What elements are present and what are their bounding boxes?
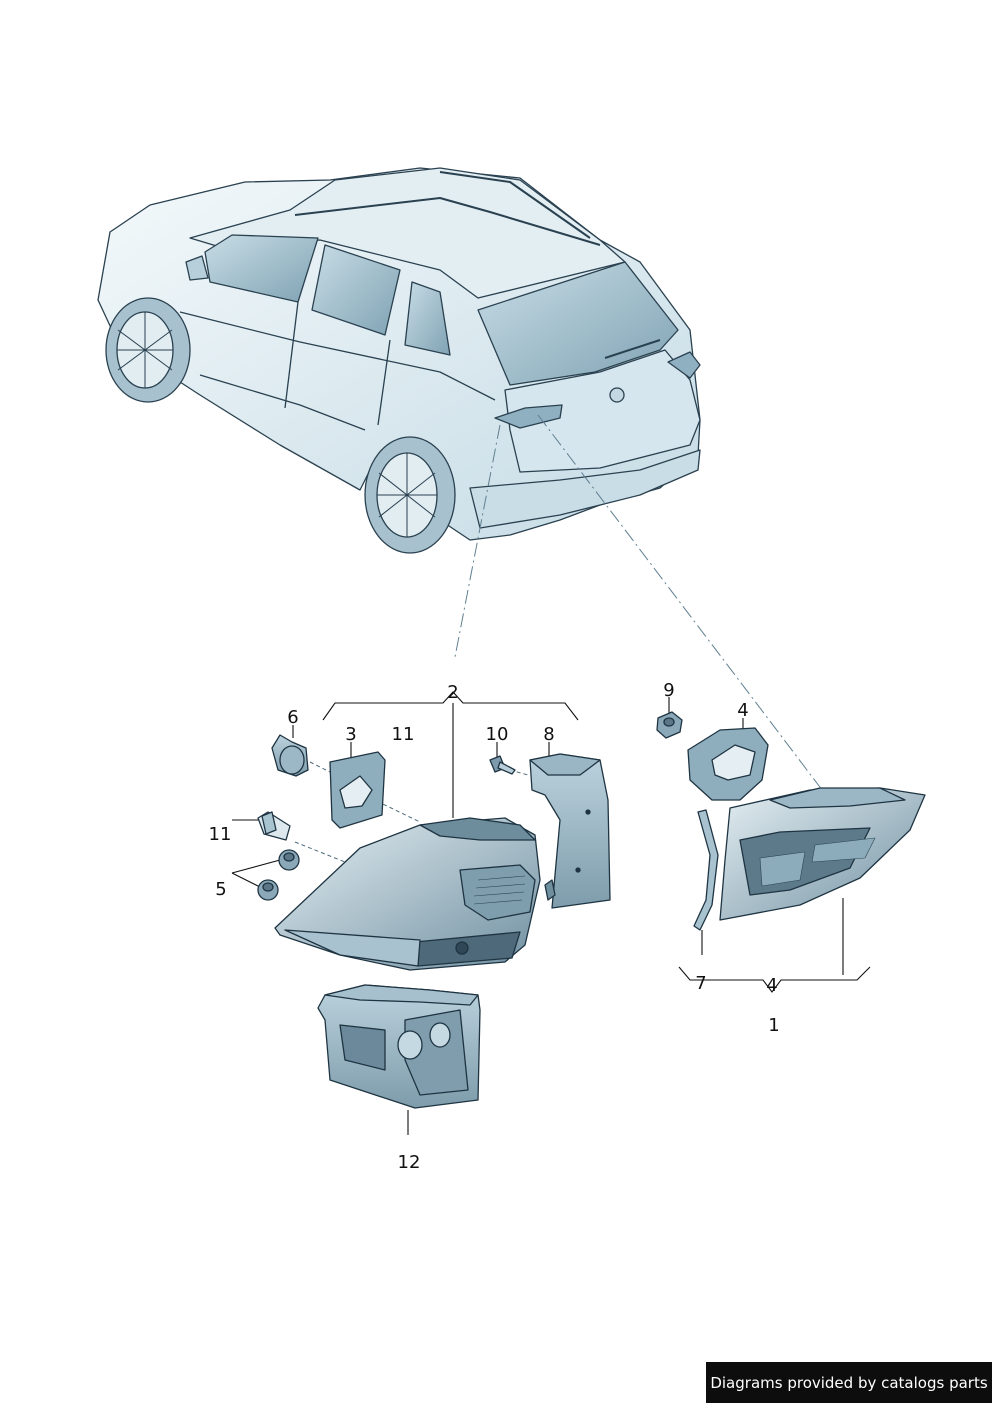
callout-3: 3 [345, 724, 356, 745]
callout-12: 12 [398, 1152, 421, 1173]
callout-8: 8 [543, 724, 554, 745]
nut-part [278, 849, 300, 871]
vw-emblem [609, 387, 625, 403]
car-rear-window [477, 261, 679, 386]
credit-banner: Diagrams provided by catalogs parts [706, 1362, 992, 1403]
outer-tail-lamp-part [274, 817, 541, 971]
seal-strip-part [693, 809, 719, 931]
car-side-window [204, 234, 319, 303]
nut-part [257, 879, 279, 901]
callout-labels: 2 6 3 11 10 8 11 5 12 9 4 7 4 1 [209, 680, 780, 1173]
seal-part-right-cutout [711, 744, 756, 781]
callout-2: 2 [447, 682, 458, 703]
car-rear-lamp-left [494, 404, 563, 429]
car-side-window [404, 281, 451, 356]
lamp-grille [473, 875, 526, 905]
cover-part [529, 753, 611, 909]
car-rear-lamp-right [667, 351, 701, 379]
screw-part [489, 755, 516, 775]
leader-lines [231, 691, 871, 1135]
car-tailgate [504, 349, 701, 473]
callout-9: 9 [663, 680, 674, 701]
callout-11-left: 11 [209, 824, 232, 845]
callout-1: 1 [768, 1015, 779, 1036]
bulb-holder-part [271, 734, 309, 777]
inner-lamp-grille [759, 837, 876, 887]
car-side-line [199, 374, 366, 431]
inner-tail-lamp-part [719, 787, 926, 921]
rear-wheel-spokes [377, 453, 437, 537]
credit-text: Diagrams provided by catalogs parts [710, 1373, 988, 1392]
callout-7: 7 [695, 973, 706, 994]
car-side-line [179, 311, 496, 401]
reference-lines [454, 414, 836, 808]
callout-6: 6 [287, 707, 298, 728]
callout-11-top: 11 [392, 724, 415, 745]
nut-part-right [656, 711, 683, 739]
parts [257, 711, 926, 1109]
car-door-line [284, 301, 299, 409]
car-rear-bumper [469, 449, 701, 529]
bulb-part [257, 811, 291, 841]
vehicle-illustration [97, 167, 701, 554]
callout-10: 10 [486, 724, 509, 745]
car-side-window [311, 244, 401, 336]
side-mirror [185, 255, 209, 281]
callout-4-top: 4 [737, 700, 748, 721]
front-wheel-spokes [117, 312, 173, 388]
roof-rail [439, 171, 591, 239]
callout-5: 5 [215, 879, 226, 900]
roof-rail [294, 197, 601, 246]
callout-4-bottom: 4 [766, 975, 777, 996]
lamp-carrier-part [317, 984, 481, 1109]
seal-part-cutout [339, 775, 373, 809]
rear-wiper [604, 339, 661, 359]
car-door-line [377, 339, 391, 426]
